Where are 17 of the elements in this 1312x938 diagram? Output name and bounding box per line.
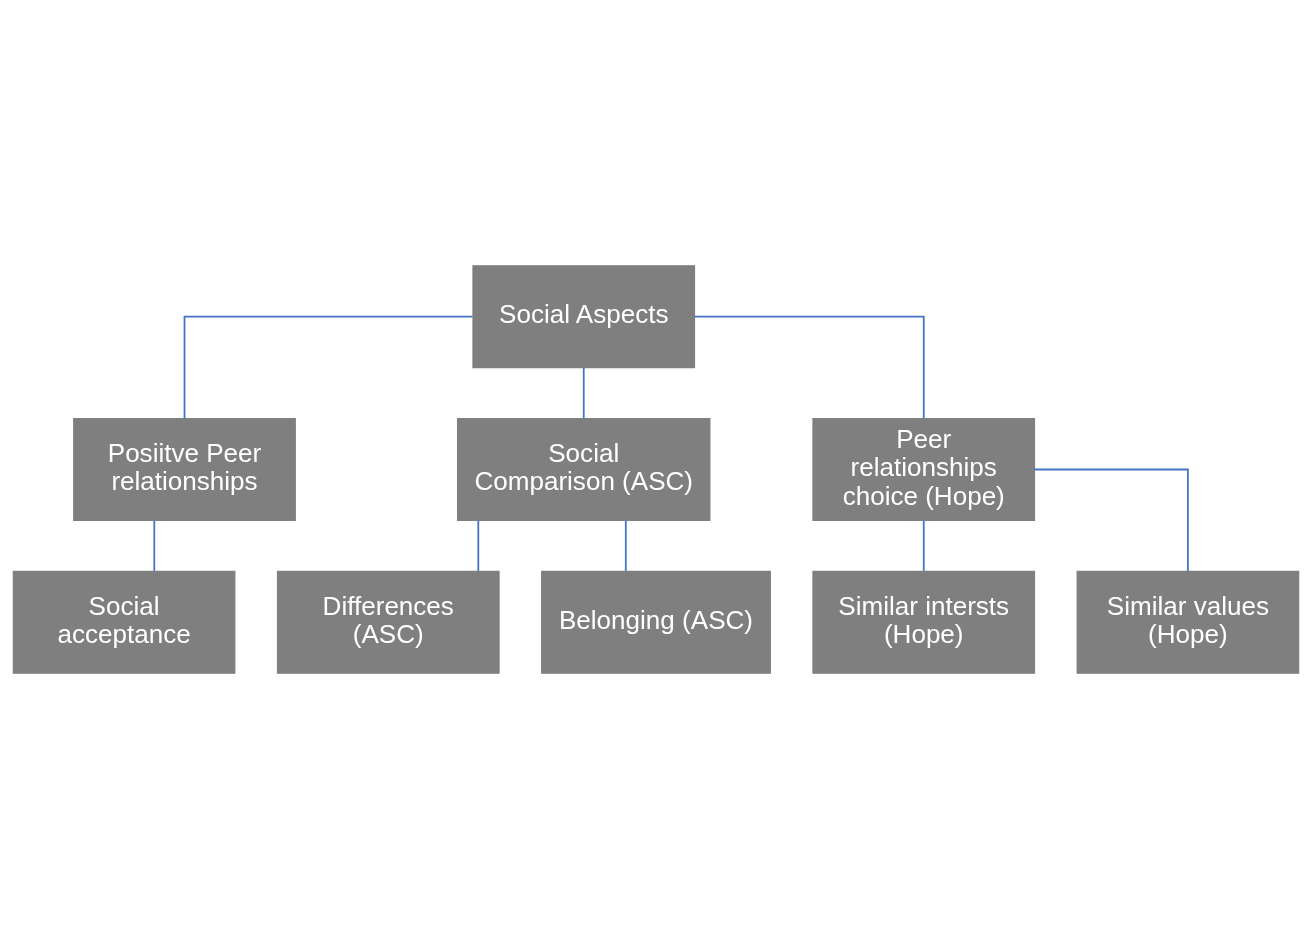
connector — [1033, 468, 1189, 572]
node-box: Peer relationships choice (Hope) — [812, 417, 1036, 521]
connector — [624, 519, 627, 572]
connector — [183, 315, 474, 419]
node-box: Social Comparison (ASC) — [457, 417, 711, 521]
connector — [922, 519, 925, 572]
node-box: Posiitve Peer relationships — [73, 417, 296, 521]
node-box: Belonging (ASC) — [541, 570, 771, 674]
node-box: Social Aspects — [472, 264, 696, 368]
node-box: Similar intersts (Hope) — [812, 570, 1036, 674]
node-box: Similar values (Hope) — [1076, 570, 1300, 674]
connector — [477, 519, 480, 572]
node-box: Social acceptance — [12, 570, 236, 674]
node-box: Differences (ASC) — [276, 570, 500, 674]
connector — [153, 519, 156, 572]
connector — [693, 315, 925, 419]
connector — [582, 366, 585, 419]
